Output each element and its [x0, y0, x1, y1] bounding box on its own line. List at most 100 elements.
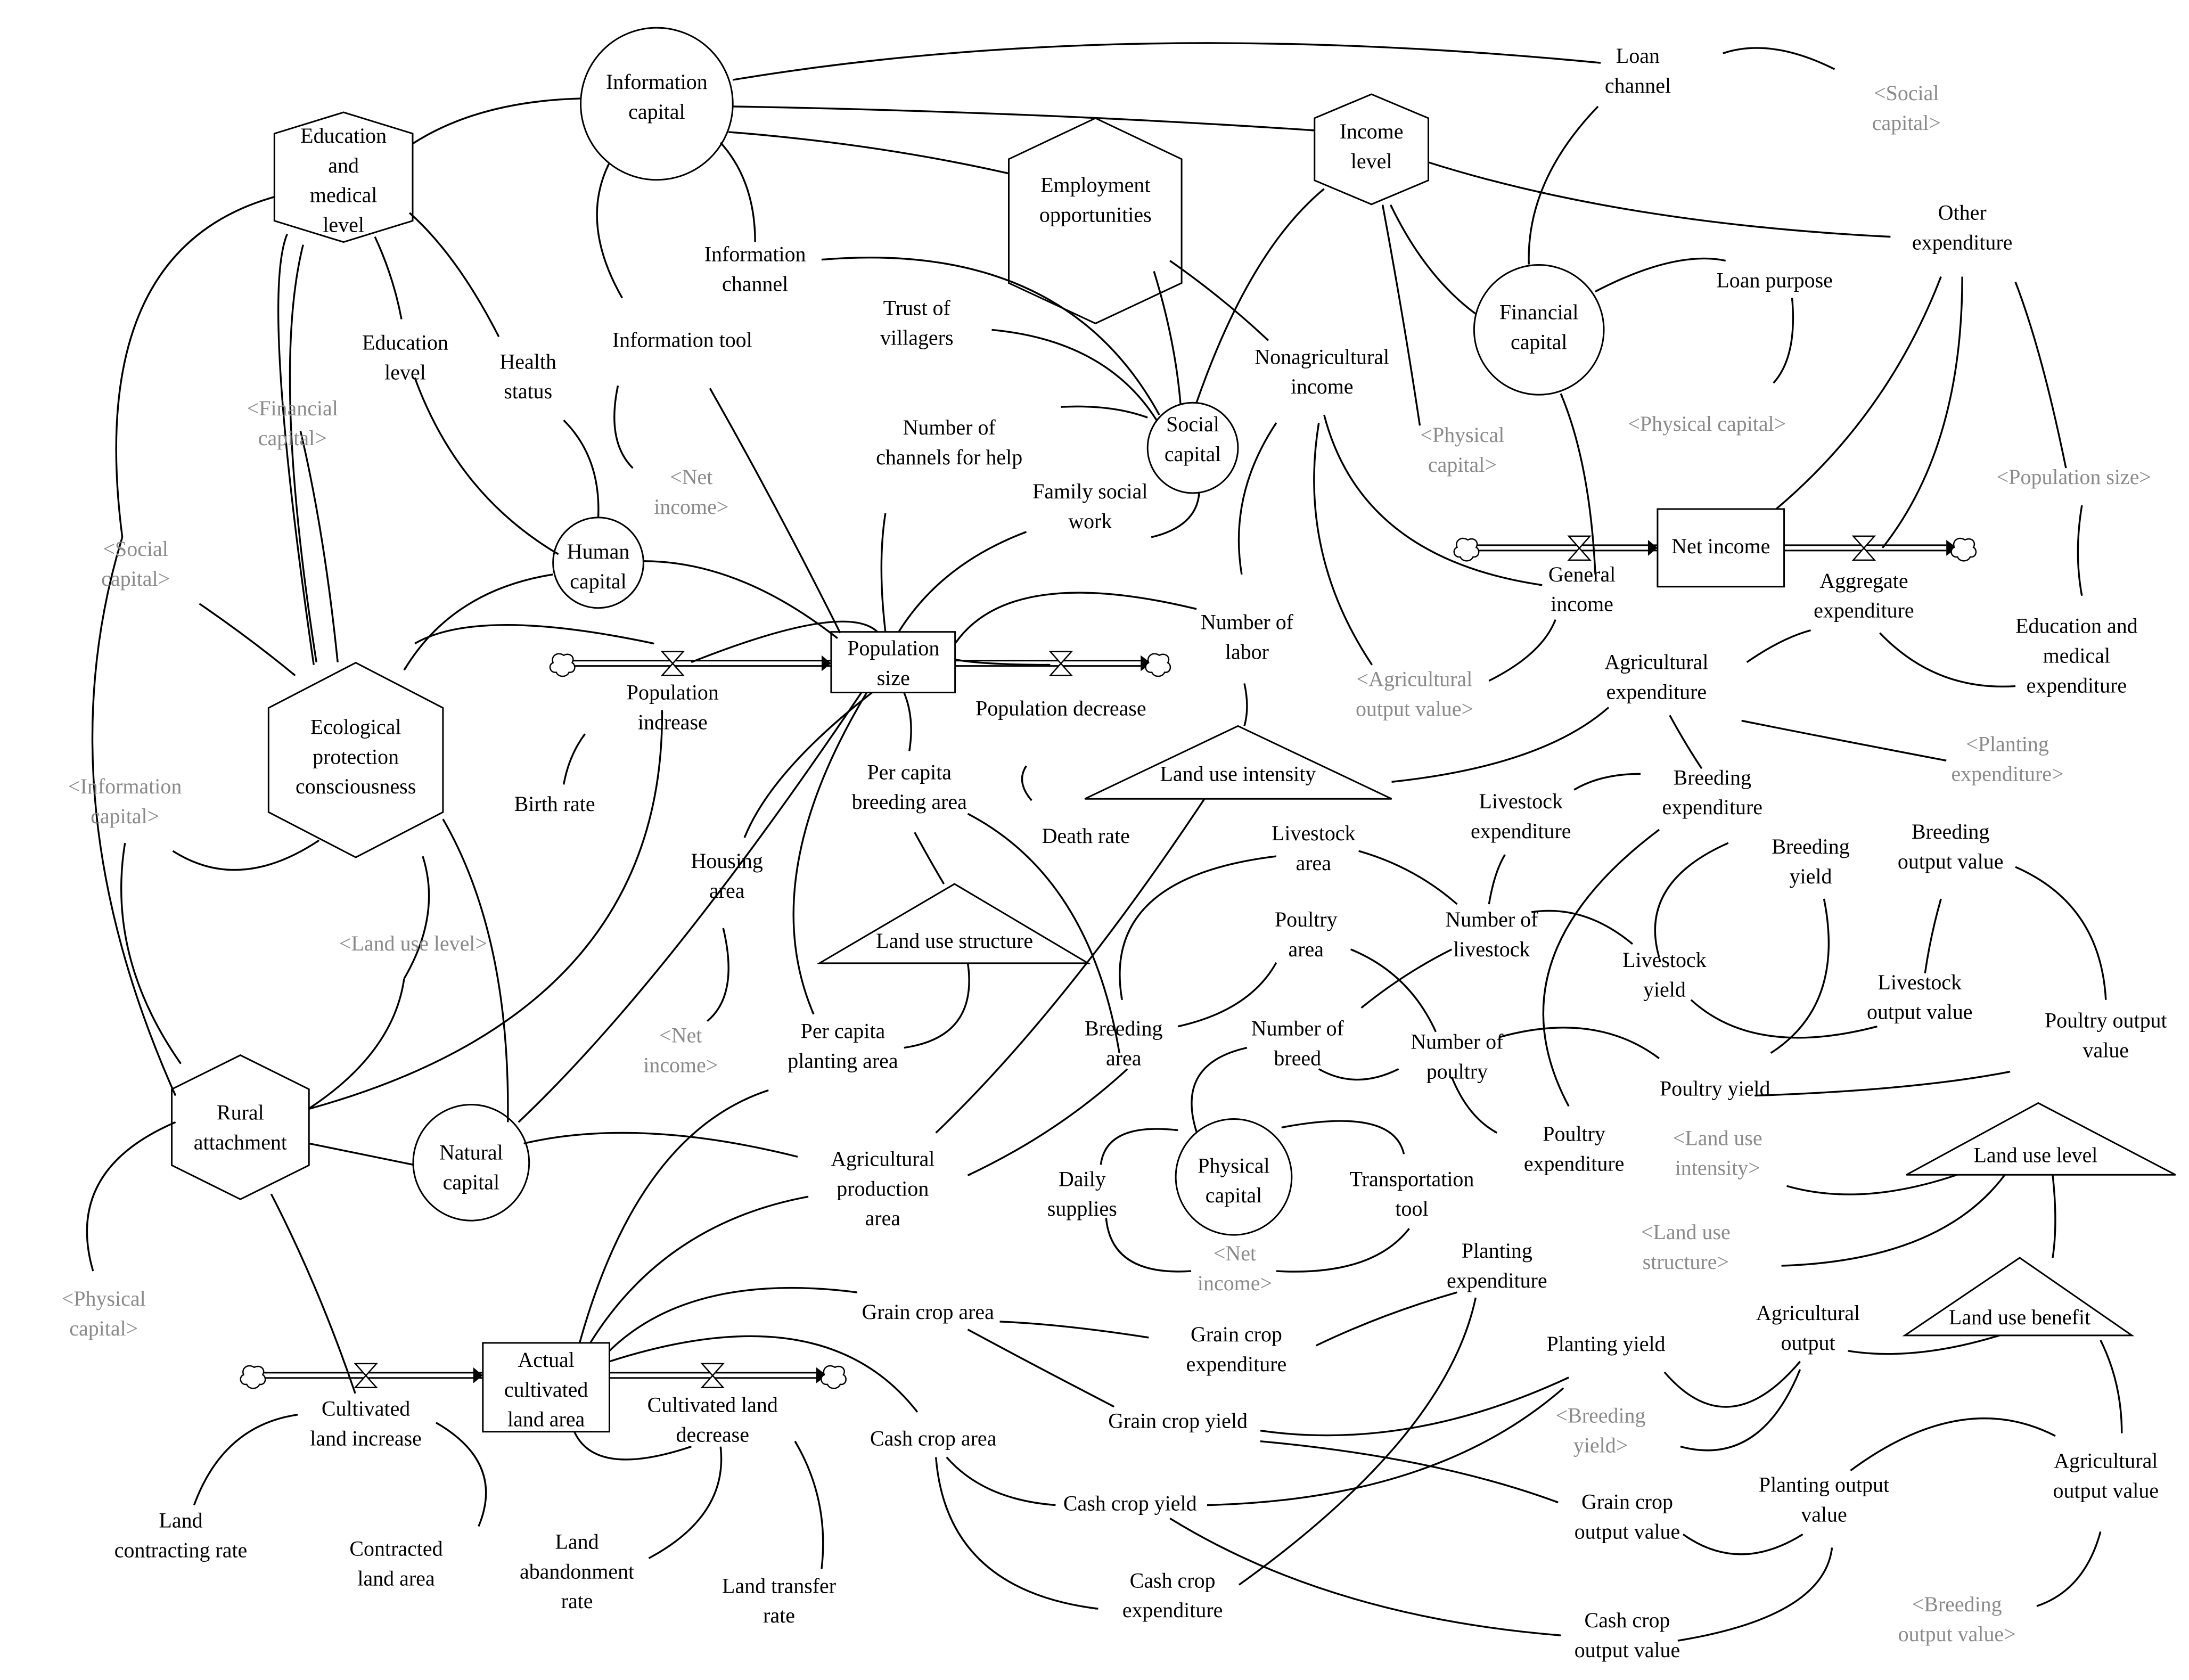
label-line: expenditure	[2027, 673, 2127, 697]
label-line: expenditure	[1524, 1151, 1625, 1175]
label-line: Agricultural	[831, 1146, 934, 1170]
physical-capital-circle	[1175, 1118, 1293, 1236]
label-line: Aggregate	[1819, 569, 1908, 593]
label-line: output	[1781, 1331, 1835, 1355]
label-line: Birth rate	[514, 792, 595, 816]
label-line: breed	[1274, 1046, 1321, 1070]
label-line: Loan purpose	[1716, 268, 1833, 292]
label-line: <Land use level>	[339, 931, 487, 955]
poultry-yield-label: Poultry yield	[1660, 1077, 1770, 1101]
education-medical-expenditure-label: Education and medical expenditure	[2015, 614, 2138, 698]
financial-capital-circle	[1473, 264, 1605, 396]
label-line: Death rate	[1042, 824, 1130, 848]
label-line: Education	[300, 124, 387, 147]
cash-crop-yield-label: Cash crop yield	[1063, 1491, 1197, 1515]
grain-crop-area-label: Grain crop area	[862, 1300, 995, 1324]
label-line: expenditure	[1471, 819, 1571, 843]
label-line: opportunities	[1039, 203, 1152, 227]
label-line: Information tool	[612, 327, 752, 351]
social-capital-circle	[1146, 401, 1239, 494]
actual-cultivated-land-area-rect	[482, 1342, 610, 1433]
label-line: Land	[159, 1508, 203, 1532]
label-line: Land use structure	[876, 929, 1033, 953]
label-line: tool	[1395, 1197, 1428, 1220]
land-use-intensity-triangle	[1084, 725, 1392, 800]
label-line: Land use intensity	[1160, 761, 1316, 785]
label-line: Population	[627, 680, 719, 704]
flow-pipes	[240, 535, 1977, 1389]
label-line: Employment	[1040, 173, 1150, 197]
breeding-output-value-label: Breeding output value	[1898, 819, 2004, 873]
causal-links	[86, 42, 2123, 1642]
ecological-protection-consciousness-hexagon	[267, 661, 444, 858]
label-line: expenditure	[1662, 795, 1763, 819]
label-line: capital>	[1428, 453, 1497, 477]
label-line: Agricultural	[1604, 650, 1708, 674]
employment-opportunities-label: Employment opportunities	[1039, 173, 1152, 227]
label-line: capital	[628, 100, 685, 124]
label-line: area	[1296, 851, 1332, 875]
label-line: <Net	[1214, 1241, 1256, 1265]
population-increase-valve	[660, 651, 685, 676]
label-line: Nonagricultural	[1255, 345, 1389, 368]
label-line: Planting output	[1759, 1473, 1889, 1497]
population-source-cloud	[549, 653, 576, 677]
label-line: <Social	[1874, 81, 1939, 105]
label-line: <Land use	[1673, 1126, 1762, 1150]
label-line: rate	[763, 1603, 795, 1627]
label-line: Cash crop area	[870, 1427, 997, 1450]
label-line: Education and	[2015, 614, 2138, 638]
population-sink-cloud	[1145, 653, 1171, 677]
label-line: Social	[1166, 412, 1219, 436]
label-line: expenditure	[1912, 231, 2013, 255]
label-line: <Financial	[247, 396, 338, 420]
label-line: level	[1351, 149, 1392, 173]
label-line: <Net	[659, 1023, 702, 1047]
aggregate-expenditure-valve	[1851, 535, 1876, 561]
label-line: Breeding	[1772, 834, 1849, 858]
label-line: General	[1548, 562, 1616, 586]
label-line: abandonment	[520, 1559, 634, 1583]
label-line: yield	[1790, 864, 1832, 888]
label-line: capital	[1206, 1183, 1262, 1207]
label-line: capital>	[258, 426, 327, 450]
label-line: capital>	[1872, 111, 1941, 135]
label-line: value	[1801, 1502, 1847, 1526]
label-line: output value	[2053, 1479, 2159, 1503]
label-line: Education	[362, 330, 448, 354]
label-line: Health	[499, 349, 556, 373]
label-line: villagers	[880, 325, 954, 349]
label-line: output value	[1898, 849, 2004, 873]
label-line: Planting yield	[1547, 1332, 1666, 1356]
label-line: medical	[2043, 644, 2110, 668]
label-line: Agricultural	[1756, 1301, 1860, 1325]
label-line: Cultivated	[322, 1397, 410, 1421]
financial-capital-shadow-label: <Financial capital>	[247, 396, 338, 450]
label-line: Breeding	[1912, 819, 1989, 843]
label-line: poultry	[1426, 1060, 1488, 1084]
population-size-shadow-right-label: <Population size>	[1997, 465, 2151, 489]
land-use-level-label: Land use level	[1974, 1143, 2098, 1167]
